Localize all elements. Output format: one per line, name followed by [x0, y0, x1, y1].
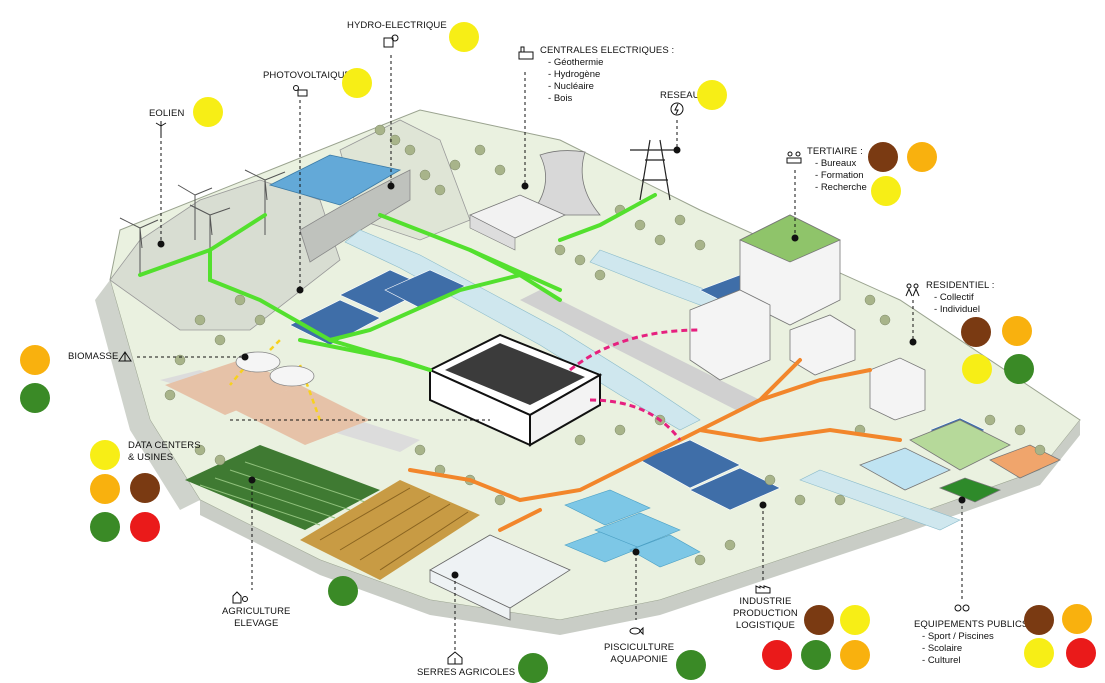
- lightning-icon: [669, 102, 685, 116]
- greenhouse-icon: [447, 651, 463, 665]
- tertiaire-dot-orange: [907, 142, 937, 172]
- label-datacenters: DATA CENTERS & USINES: [128, 440, 201, 463]
- greenhouses: [429, 534, 571, 621]
- datacenters-dot-brown: [130, 473, 160, 503]
- sports-icon: [954, 601, 970, 615]
- solar-panels: [289, 269, 986, 511]
- centrales-item: Géothermie: [548, 57, 674, 69]
- trees: [164, 124, 1046, 566]
- hydro-dot-yellow: [449, 22, 479, 52]
- industrie-dot-brown: [804, 605, 834, 635]
- eolien-dot-yellow: [193, 97, 223, 127]
- residentiel-dot-orange: [1002, 316, 1032, 346]
- datacenters-dot-yellow: [90, 440, 120, 470]
- heat-network: [408, 358, 902, 532]
- biomasse-dot-green: [20, 383, 50, 413]
- residentiel-dot-brown: [961, 317, 991, 347]
- datacenters-dot-green: [90, 512, 120, 542]
- people-icon: [786, 150, 802, 164]
- power-pylon: [630, 139, 680, 201]
- solar-panel-icon: [292, 84, 308, 98]
- reservoir-lake: [268, 154, 411, 263]
- fish-icon: [628, 624, 644, 638]
- industrie-dot-green: [801, 640, 831, 670]
- dam-icon: [383, 34, 399, 48]
- label-pisciculture: PISCICULTURE AQUAPONIE: [604, 642, 675, 665]
- electric-network: [138, 193, 657, 372]
- label-hydro-text: HYDRO-ELECTRIQUE: [347, 20, 447, 31]
- biomass-digesters: [235, 351, 315, 387]
- label-hydro-electrique: HYDRO-ELECTRIQUE: [347, 20, 447, 32]
- datacenters-dot-red: [130, 512, 160, 542]
- label-agriculture: AGRICULTURE ELEVAGE: [222, 606, 291, 629]
- label-industrie: INDUSTRIE PRODUCTION LOGISTIQUE: [733, 596, 798, 631]
- label-biomasse: BIOMASSE: [68, 351, 119, 362]
- wind-turbine-icon: [153, 121, 169, 135]
- industrie-dot-red: [762, 640, 792, 670]
- pisciculture-dot-green: [676, 650, 706, 680]
- power-plant: [469, 150, 601, 251]
- label-equipements: EQUIPEMENTS PUBLICS : Sport / Piscines S…: [914, 619, 1034, 667]
- label-serres: SERRES AGRICOLES: [417, 667, 516, 678]
- factory-icon: [755, 580, 771, 594]
- serres-dot-green: [518, 653, 548, 683]
- biomasse-dot-orange: [20, 345, 50, 375]
- leader-lines: [137, 55, 963, 650]
- label-residentiel: RESIDENTIEL : Collectif Individuel: [926, 280, 995, 316]
- tertiaire-item: Recherche: [815, 182, 867, 194]
- equipements-item: Scolaire: [922, 643, 1034, 655]
- power-plant-icon: [518, 46, 534, 60]
- equipements-dot-orange: [1062, 604, 1092, 634]
- reseau-dot-yellow: [697, 80, 727, 110]
- photovoltaique-dot-yellow: [342, 68, 372, 98]
- tertiaire-dot-brown: [868, 142, 898, 172]
- residentiel-item: Individuel: [934, 304, 995, 316]
- label-centrales: CENTRALES ELECTRIQUES : Géothermie Hydro…: [540, 45, 674, 105]
- farm-icon: [232, 590, 248, 604]
- residentiel-dot-green: [1004, 354, 1034, 384]
- centrales-item: Bois: [548, 93, 674, 105]
- equipements-dot-red: [1066, 638, 1096, 668]
- centrales-item: Hydrogène: [548, 69, 674, 81]
- fish-ponds: [564, 489, 701, 568]
- data-center: [427, 333, 603, 447]
- leader-dots: [157, 146, 966, 579]
- residentiel-dot-yellow: [962, 354, 992, 384]
- equipements-dot-yellow: [1024, 638, 1054, 668]
- label-photovoltaique: PHOTOVOLTAIQUE: [263, 70, 351, 81]
- wind-turbines: [119, 169, 286, 275]
- tertiaire-item: Bureaux: [815, 158, 867, 170]
- tertiaire-dot-yellow: [871, 176, 901, 206]
- label-eolien: EOLIEN: [149, 108, 185, 119]
- centrales-item: Nucléaire: [548, 81, 674, 93]
- equipements-item: Culturel: [922, 655, 1034, 667]
- label-reseau: RESEAU: [660, 90, 700, 101]
- datacenters-dot-orange: [90, 474, 120, 504]
- residentiel-item: Collectif: [934, 292, 995, 304]
- equipements-item: Sport / Piscines: [922, 631, 1034, 643]
- fields: [165, 360, 480, 580]
- industrie-dot-yellow: [840, 605, 870, 635]
- agriculture-dot-green: [328, 576, 358, 606]
- biomass-icon: [117, 349, 133, 363]
- tertiaire-item: Formation: [815, 170, 867, 182]
- data-flow-lines: [569, 328, 701, 441]
- equipements-dot-brown: [1024, 605, 1054, 635]
- label-tertiaire: TERTIAIRE : Bureaux Formation Recherche: [807, 146, 867, 194]
- family-icon: [905, 283, 921, 297]
- industrie-dot-orange: [840, 640, 870, 670]
